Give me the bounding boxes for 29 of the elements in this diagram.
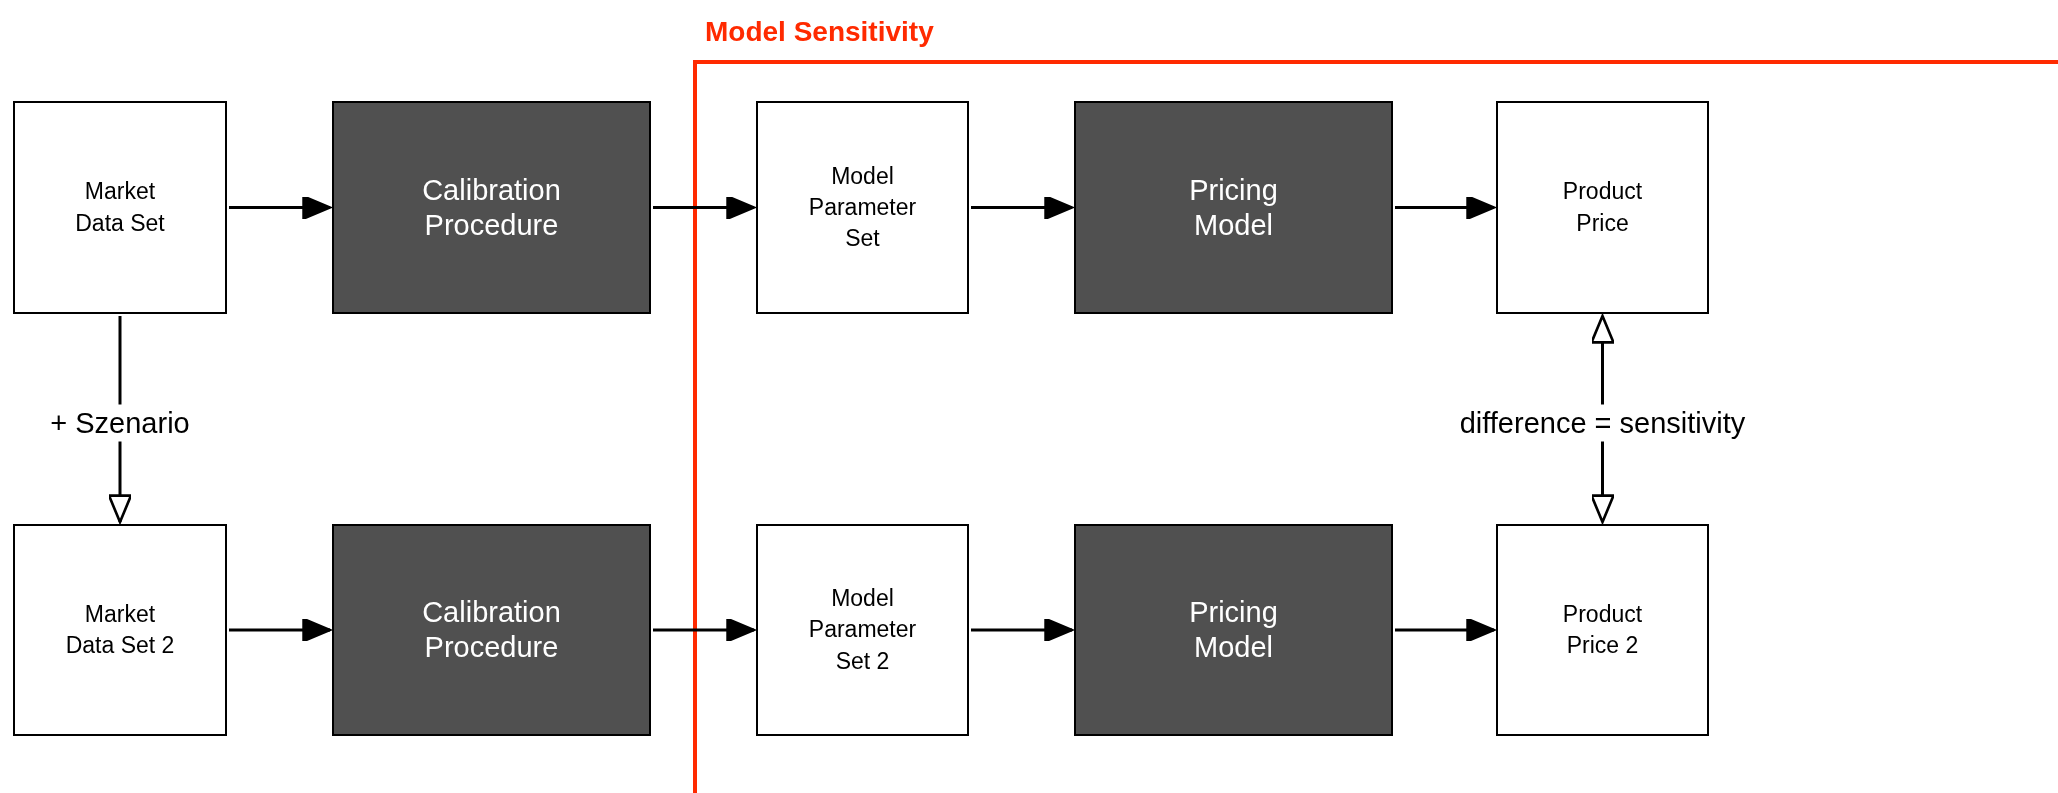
box-label: Product Price 2 (1561, 599, 1644, 660)
arrow (1395, 195, 1496, 220)
process-box (1074, 101, 1393, 314)
process-box (332, 524, 651, 736)
box-label: Calibration Procedure (421, 595, 562, 665)
arrow (229, 617, 332, 643)
box-label: Market Data Set 2 (64, 599, 176, 660)
box-label: Model Parameter Set 2 (807, 584, 918, 676)
arrow (971, 617, 1074, 643)
process-box (332, 101, 651, 314)
box-label: Model Parameter Set (807, 161, 918, 253)
arrow (229, 195, 332, 220)
box-label: Pricing Model (1188, 595, 1279, 665)
frame-title: Model Sensitivity (705, 16, 934, 48)
data-box (1496, 101, 1709, 314)
data-box (13, 101, 227, 314)
box-label: Pricing Model (1188, 172, 1279, 243)
process-box (1074, 524, 1393, 736)
data-box (756, 524, 969, 736)
arrow (653, 195, 756, 220)
arrow (653, 617, 756, 643)
box-label: Market Data Set (74, 177, 166, 238)
box-label: Calibration Procedure (421, 172, 562, 243)
box-label: Product Price (1561, 177, 1644, 238)
arrow (971, 195, 1074, 220)
arrow (1395, 617, 1496, 643)
data-box (1496, 524, 1709, 736)
data-box (756, 101, 969, 314)
data-box (13, 524, 227, 736)
